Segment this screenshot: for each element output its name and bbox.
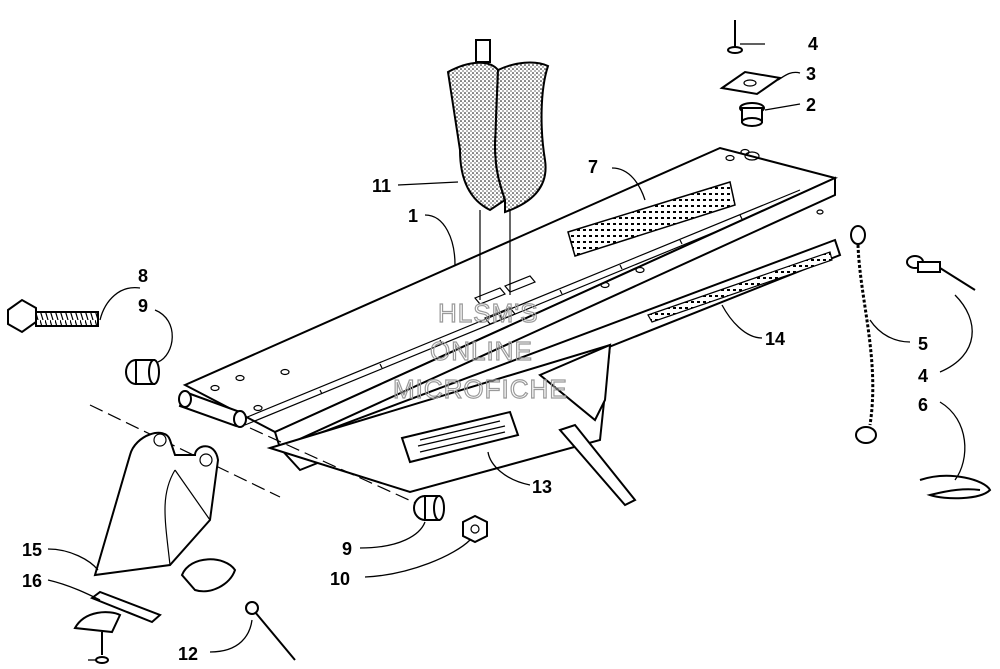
hitch-pin-6 [919,474,992,500]
callout-6: 6 [918,395,928,415]
leader-lines [47,43,973,661]
tether-5 [850,225,877,444]
plate-3 [719,70,783,96]
callout-7: 7 [588,157,598,177]
callout-1: 1 [408,206,418,226]
watermark-line-1: HLSM'S [438,298,539,328]
callout-2: 2 [806,95,816,115]
decal-7 [567,181,736,257]
bushing-9-right [413,495,445,521]
callout-labels: 4 3 2 7 11 1 8 9 14 5 4 6 13 13 9 10 15 … [22,34,928,664]
callout-9-left: 9 [138,296,148,316]
watermark-line-3: MICROFICHE [393,374,568,404]
callout-8: 8 [138,266,148,286]
nut-10 [462,514,488,544]
callout-16: 16 [22,571,42,591]
rivet-4-top [727,20,743,54]
bushing-9-left [125,359,160,385]
callout-3: 3 [806,64,816,84]
rivet-4-right [906,255,976,291]
decal-14 [647,251,833,323]
callout-4-top: 4 [808,34,818,54]
callout-10: 10 [330,569,350,589]
watermark-line-2: ONLINE [430,336,533,366]
strap-16 [73,590,162,664]
rivet-12 [180,558,296,661]
callout-4-right: 4 [918,366,928,386]
callout-13-label: 13 [532,477,552,497]
callout-5: 5 [918,334,928,354]
callout-9-right: 9 [342,539,352,559]
grommet-2 [739,102,765,127]
callout-12-shown: 12 [178,644,198,664]
callout-15: 15 [22,540,42,560]
bracket-15 [93,431,220,577]
callout-11: 11 [372,176,391,196]
callout-14: 14 [765,329,785,349]
pivot-tube [178,390,247,428]
decal-13 [400,410,520,464]
foot-pad-11 [446,39,550,300]
watermark: HLSM'S ONLINE MICROFICHE [392,297,568,404]
bolt-8 [7,298,99,334]
